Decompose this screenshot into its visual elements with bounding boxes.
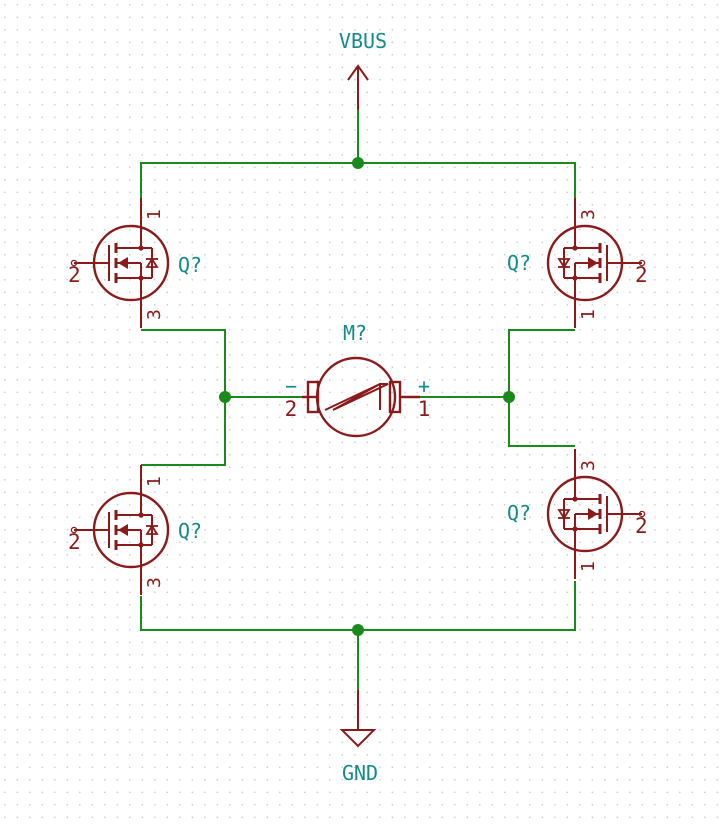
pin-number: 2 — [635, 514, 648, 538]
pin-number: 3 — [144, 577, 165, 588]
junction-dot[interactable] — [352, 624, 364, 636]
transistor-top-right[interactable]: 2 3 1 Q? — [507, 196, 648, 330]
motor-minus-marker: − — [285, 374, 297, 398]
component-ref: Q? — [507, 501, 531, 525]
power-label-gnd: GND — [342, 761, 378, 785]
pin-number: 3 — [578, 209, 599, 220]
pin-number: 1 — [578, 309, 599, 320]
component-ref: Q? — [178, 253, 202, 277]
motor-plus-marker: + — [418, 374, 430, 398]
pin-number: 1 — [144, 209, 165, 220]
pin-number: 2 — [68, 263, 81, 287]
pin-number: 1 — [578, 561, 599, 572]
transistor-top-left[interactable]: 2 1 3 Q? — [68, 196, 202, 330]
component-ref: M? — [343, 321, 367, 345]
ground-symbol-icon[interactable] — [339, 690, 377, 748]
pin-number: 1 — [418, 397, 431, 421]
component-ref: Q? — [178, 519, 202, 543]
pin-number: 3 — [578, 460, 599, 471]
pin-number: 1 — [144, 476, 165, 487]
dc-motor-icon[interactable] — [302, 356, 420, 438]
junction-dot[interactable] — [219, 391, 231, 403]
pin-number: 2 — [635, 263, 648, 287]
power-label-vbus: VBUS — [339, 29, 387, 53]
pin-number: 2 — [68, 530, 81, 554]
motor[interactable]: M? − + 2 1 — [285, 321, 431, 438]
junction-dot[interactable] — [352, 157, 364, 169]
power-arrow-icon[interactable] — [347, 64, 369, 110]
pin-number: 3 — [144, 309, 165, 320]
transistor-bottom-right[interactable]: 2 3 1 Q? — [507, 447, 648, 581]
junctions — [219, 157, 515, 636]
pin-number: 2 — [285, 397, 298, 421]
transistor-bottom-left[interactable]: 2 1 3 Q? — [68, 463, 202, 597]
component-ref: Q? — [507, 251, 531, 275]
junction-dot[interactable] — [503, 391, 515, 403]
